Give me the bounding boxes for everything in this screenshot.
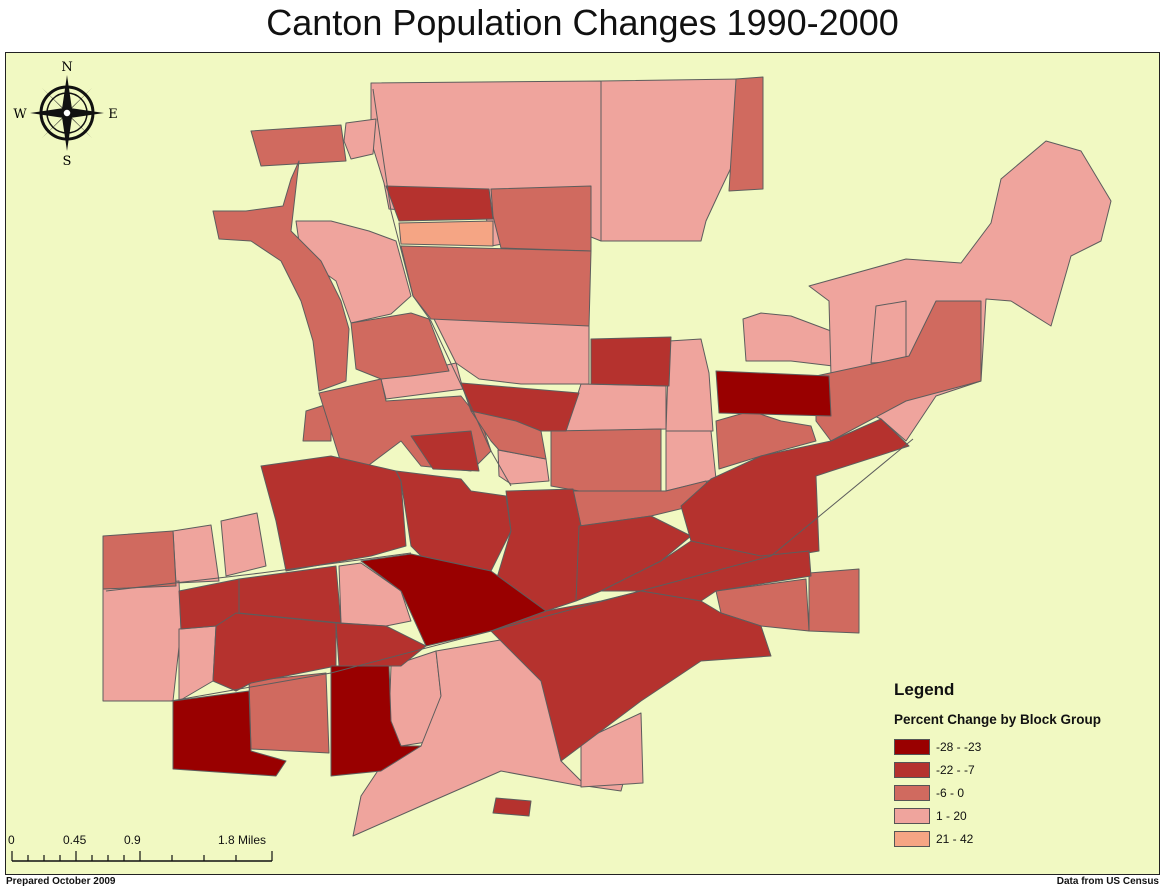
prepared-date: Prepared October 2009 bbox=[6, 876, 116, 887]
block-group[interactable] bbox=[460, 382, 580, 432]
map-legend: Legend Percent Change by Block Group -28… bbox=[894, 680, 1159, 850]
legend-item: -28 - -23 bbox=[894, 735, 1159, 758]
block-group[interactable] bbox=[410, 430, 480, 472]
block-group[interactable] bbox=[665, 338, 714, 432]
compass-s: S bbox=[63, 154, 72, 167]
block-group[interactable] bbox=[808, 568, 860, 634]
compass-n: N bbox=[61, 60, 72, 75]
block-group[interactable] bbox=[360, 553, 547, 647]
legend-swatch bbox=[894, 830, 930, 847]
scale-label-18: 1.8 Miles bbox=[218, 833, 267, 847]
block-group[interactable] bbox=[600, 78, 742, 242]
block-group[interactable] bbox=[250, 124, 347, 167]
block-group[interactable] bbox=[490, 185, 592, 252]
legend-swatch bbox=[894, 784, 930, 801]
block-group[interactable] bbox=[220, 512, 267, 577]
compass-w: W bbox=[13, 107, 27, 122]
legend-label: 21 - 42 bbox=[936, 831, 974, 846]
legend-item: 1 - 20 bbox=[894, 804, 1159, 827]
scale-label-0: 0 bbox=[8, 833, 15, 847]
legend-label: -22 - -7 bbox=[936, 762, 975, 777]
map-frame: N S W E 0 0.45 0.9 1.8 Miles Legend Perc… bbox=[5, 52, 1160, 875]
block-group[interactable] bbox=[490, 590, 772, 762]
legend-label: -28 - -23 bbox=[936, 739, 982, 754]
block-group[interactable] bbox=[350, 312, 450, 380]
block-group[interactable] bbox=[330, 665, 422, 777]
block-group[interactable] bbox=[728, 76, 764, 192]
block-group[interactable] bbox=[580, 712, 644, 788]
scale-label-045: 0.45 bbox=[63, 833, 87, 847]
block-group[interactable] bbox=[172, 690, 287, 777]
block-group[interactable] bbox=[172, 524, 220, 584]
block-group[interactable] bbox=[335, 622, 427, 667]
map-title: Canton Population Changes 1990-2000 bbox=[266, 2, 899, 43]
scale-bar bbox=[11, 851, 273, 862]
block-group[interactable] bbox=[398, 220, 494, 247]
block-group[interactable] bbox=[102, 580, 182, 702]
legend-item: 21 - 42 bbox=[894, 827, 1159, 850]
scale-label-09: 0.9 bbox=[124, 833, 141, 847]
legend-subtitle: Percent Change by Block Group bbox=[894, 712, 1102, 727]
block-group[interactable] bbox=[590, 336, 672, 387]
block-group[interactable] bbox=[565, 383, 667, 432]
block-group[interactable] bbox=[212, 612, 337, 692]
compass-e: E bbox=[108, 107, 118, 122]
data-source: Data from US Census bbox=[1056, 876, 1159, 887]
block-group[interactable] bbox=[178, 625, 217, 702]
boundary-lines bbox=[105, 88, 914, 702]
north-arrow: N S W E bbox=[13, 60, 118, 167]
block-group[interactable] bbox=[715, 578, 810, 632]
block-group[interactable] bbox=[815, 300, 982, 442]
block-group[interactable] bbox=[550, 428, 662, 494]
block-group[interactable] bbox=[400, 245, 592, 327]
legend-swatch bbox=[894, 738, 930, 755]
block-group[interactable] bbox=[495, 488, 582, 612]
legend-swatch bbox=[894, 807, 930, 824]
legend-title: Legend bbox=[894, 680, 955, 699]
block-group[interactable] bbox=[870, 300, 907, 364]
block-group[interactable] bbox=[715, 370, 832, 417]
block-group[interactable] bbox=[212, 160, 350, 392]
block-group[interactable] bbox=[395, 470, 512, 572]
block-group[interactable] bbox=[260, 455, 407, 572]
block-group[interactable] bbox=[343, 118, 377, 160]
block-group[interactable] bbox=[385, 185, 494, 222]
legend-label: 1 - 20 bbox=[936, 808, 967, 823]
block-groups bbox=[102, 76, 1112, 837]
legend-item: -6 - 0 bbox=[894, 781, 1159, 804]
legend-item: -22 - -7 bbox=[894, 758, 1159, 781]
map-canvas bbox=[102, 76, 1112, 837]
block-group[interactable] bbox=[492, 797, 532, 817]
block-group[interactable] bbox=[102, 530, 177, 590]
legend-label: -6 - 0 bbox=[936, 785, 965, 800]
legend-swatch bbox=[894, 761, 930, 778]
block-group[interactable] bbox=[742, 312, 834, 367]
